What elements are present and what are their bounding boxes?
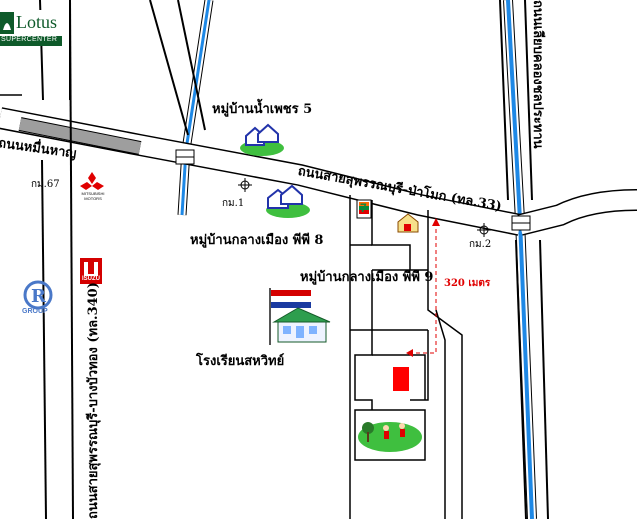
school-icon bbox=[269, 288, 331, 345]
label-km1: กม.1 bbox=[222, 198, 245, 209]
label-road-right: ถนนเลียบคลองชลประทาน bbox=[530, 0, 545, 149]
target-location bbox=[393, 367, 409, 391]
road-340 bbox=[39, 0, 74, 519]
road-33 bbox=[0, 107, 523, 236]
shop-icon bbox=[397, 213, 419, 233]
lotus-name: Lotus bbox=[16, 12, 58, 32]
bridge-left-icon bbox=[175, 149, 195, 165]
park-icon bbox=[358, 422, 422, 452]
label-village-nampet: หมู่บ้านน้ำเพชร 5 bbox=[212, 102, 313, 117]
village-nampet-icon bbox=[240, 123, 284, 156]
local-streets bbox=[0, 94, 463, 519]
label-distance: 320 เมตร bbox=[444, 278, 491, 289]
label-km67: กม.67 bbox=[31, 179, 60, 190]
svg-text:R: R bbox=[31, 286, 47, 307]
km-marker-icon bbox=[238, 178, 491, 237]
seven-eleven-icon bbox=[356, 199, 372, 219]
lotus-logo bbox=[0, 10, 62, 46]
label-road-340: ถนนสายสุพรรณบุรี-บางบัวทอง (ทล.340) bbox=[86, 282, 101, 519]
canal-left bbox=[177, 0, 214, 216]
road-right-curve bbox=[517, 189, 637, 236]
mitsubishi-logo bbox=[80, 172, 104, 190]
mitsubishi-text: MITSUBISHI MOTORS bbox=[81, 191, 105, 201]
r-group-logo: R bbox=[23, 280, 53, 310]
bridge-right-icon bbox=[511, 215, 531, 231]
road-upper-left bbox=[149, 0, 206, 136]
label-school: โรงเรียนสหวิทย์ bbox=[196, 354, 285, 369]
label-km2: กม.2 bbox=[469, 239, 492, 250]
label-village-pp9: หมู่บ้านกลางเมือง พีพี 9 bbox=[300, 270, 434, 285]
isuzu-logo bbox=[80, 258, 102, 284]
road-canal-side bbox=[499, 0, 549, 519]
lotus-sub: SUPERCENTER bbox=[1, 36, 58, 43]
isuzu-text: ISUZU bbox=[82, 276, 100, 282]
label-village-pp8: หมู่บ้านกลางเมือง พีพี 8 bbox=[190, 233, 324, 248]
distance-line bbox=[406, 218, 440, 357]
village-pp8-icon bbox=[266, 184, 310, 218]
seven-eleven-text: 7 bbox=[360, 201, 367, 215]
r-group-text: GROUP bbox=[22, 308, 48, 315]
